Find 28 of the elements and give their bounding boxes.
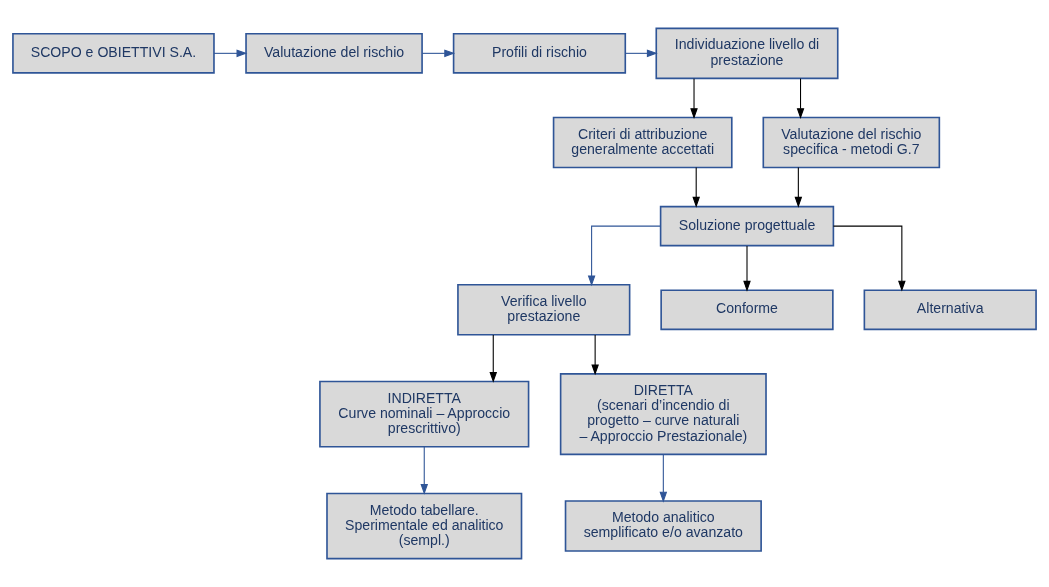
arrow — [659, 454, 668, 503]
arrow — [213, 49, 248, 58]
arrow — [832, 225, 906, 292]
node-box: Soluzione progettuale — [659, 205, 835, 247]
node-box: Valutazione del rischio specifica - metodi G.7 — [762, 116, 941, 169]
arrow — [690, 78, 698, 120]
arrow — [420, 446, 429, 495]
arrow — [591, 334, 599, 376]
node-box: Alternativa — [863, 289, 1037, 331]
node-box: Individuazione livello di prestazione — [655, 27, 839, 80]
node-box: Criteri di attribuzione generalmente accettati — [552, 116, 733, 169]
arrow — [624, 49, 658, 58]
arrow — [796, 78, 805, 120]
arrow — [743, 245, 751, 292]
node-box: Verifica livello prestazione — [457, 284, 631, 336]
node-box: Valutazione del rischio — [245, 32, 423, 74]
node-box: DIRETTA (scenari d’incendio di progetto – curve naturali – Approccio Prestazionale) — [559, 373, 767, 456]
node-box: Conforme — [660, 289, 834, 331]
arrow — [489, 334, 498, 383]
node-box: Profili di rischio — [452, 32, 627, 74]
node-box: Metodo analitico semplificato e/o avanzato — [564, 500, 762, 552]
node-box: INDIRETTA Curve nominali – Approccio prescrittivo) — [319, 380, 530, 448]
arrow — [794, 167, 803, 208]
node-box: Metodo tabellare. Sperimentale ed analitico (sempl.) — [326, 492, 523, 560]
arrow — [421, 49, 456, 58]
node-box: SCOPO e OBIETTIVI S.A. — [12, 32, 215, 74]
arrow — [692, 167, 700, 208]
arrow — [587, 225, 661, 287]
